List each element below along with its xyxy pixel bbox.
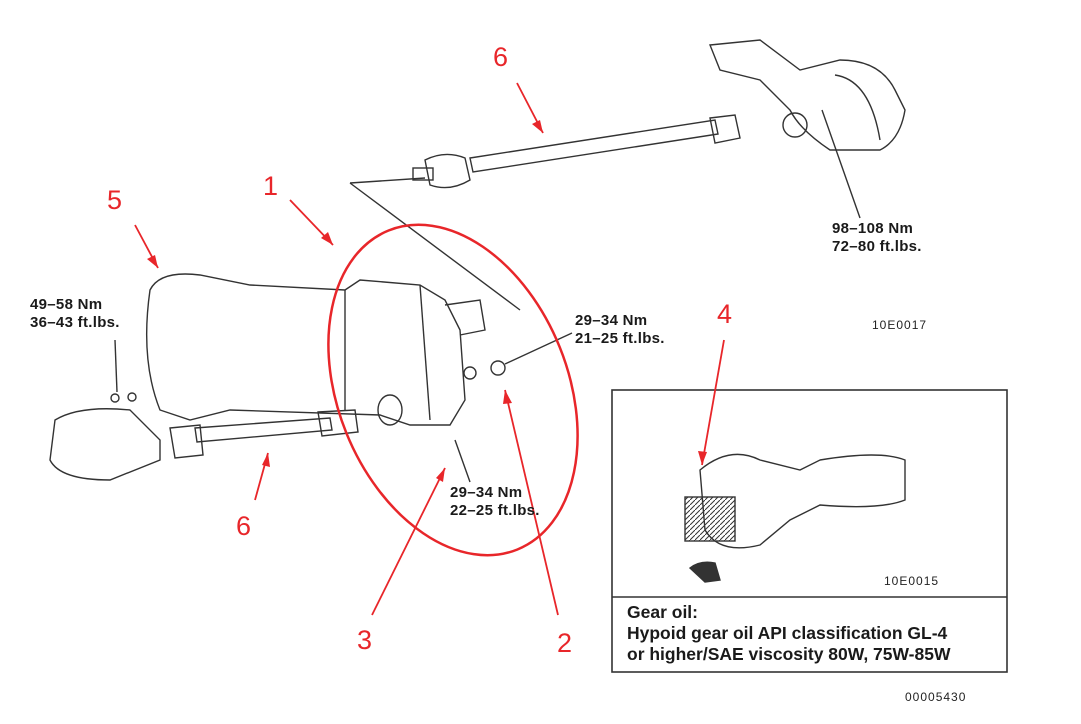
transfer-output (444, 299, 486, 336)
callout-1: 1 (263, 171, 279, 201)
rear-axle-housing (709, 39, 906, 151)
torque-front-flange-ftlbs: 36–43 ft.lbs. (30, 314, 120, 331)
callout-4: 4 (717, 299, 733, 329)
figure-code-inset: 10E0015 (884, 574, 940, 588)
inset-box (611, 389, 1008, 673)
rear-shaft-rear-yoke (709, 114, 741, 144)
transmission-case (145, 273, 466, 426)
rear-shaft-front-yoke (424, 153, 471, 189)
gear-oil-line2: or higher/SAE viscosity 80W, 75W-85W (627, 644, 951, 664)
callout-3: 3 (357, 625, 373, 655)
torque-rear-diff-nm: 98–108 Nm (832, 220, 914, 237)
callout-6-bottom: 6 (236, 511, 252, 541)
torque-fill-plug-nm: 29–34 Nm (575, 312, 648, 329)
callout-6-top: 6 (493, 42, 509, 72)
figure-code-main: 10E0017 (872, 318, 928, 332)
gear-oil-line1: Hypoid gear oil API classification GL-4 (627, 623, 948, 643)
gear-oil-note: Gear oil: Hypoid gear oil API classifica… (627, 602, 951, 665)
torque-fill-plug-ftlbs: 21–25 ft.lbs. (575, 330, 665, 347)
torque-drain-plug-ftlbs: 22–25 ft.lbs. (450, 502, 540, 519)
page-code: 00005430 (905, 690, 967, 704)
gear-oil-title: Gear oil: (627, 602, 698, 622)
front-axle-housing (49, 408, 161, 481)
callout-2: 2 (557, 628, 573, 658)
diff-flange (782, 112, 808, 138)
highlight-ellipse (327, 223, 579, 557)
inset-flange (699, 453, 906, 549)
torque-rear-diff-ftlbs: 72–80 ft.lbs. (832, 238, 922, 255)
torque-drain-plug-nm: 29–34 Nm (450, 484, 523, 501)
rear-propeller-shaft (469, 119, 719, 173)
callout-5: 5 (107, 185, 123, 215)
fill-plug (490, 360, 506, 376)
callout-arrows (134, 82, 725, 616)
torque-front-flange-nm: 49–58 Nm (30, 296, 103, 313)
inset-splined-shaft (684, 496, 736, 542)
oil-can-icon (688, 561, 721, 583)
front-propeller-shaft (194, 417, 333, 443)
